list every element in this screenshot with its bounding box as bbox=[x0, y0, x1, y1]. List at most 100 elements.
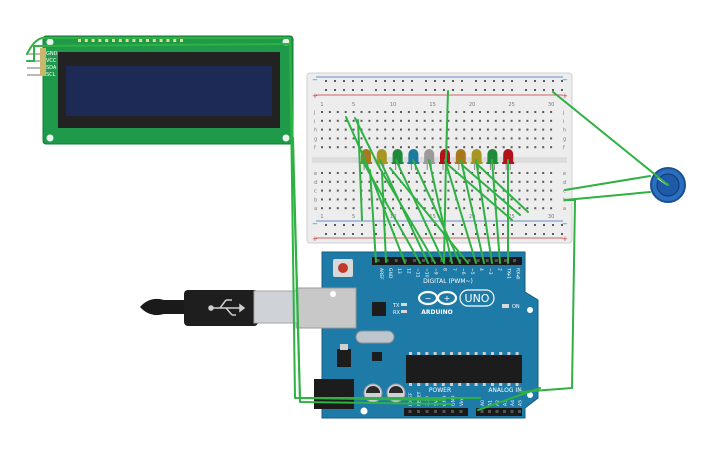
svg-text:+: + bbox=[444, 294, 451, 303]
digital-pin-label: ~5 bbox=[469, 268, 475, 275]
digital-pin-label: 7 bbox=[451, 268, 457, 271]
analog-header-label: ANALOG IN bbox=[488, 387, 521, 394]
svg-text:h: h bbox=[563, 128, 566, 134]
svg-text:e: e bbox=[314, 171, 317, 177]
svg-text:+: + bbox=[562, 92, 568, 100]
lcd-pin-sda: SDA bbox=[46, 65, 57, 71]
digital-pin-label: 13 bbox=[396, 268, 402, 274]
svg-text:25: 25 bbox=[508, 214, 514, 220]
rx-label: RX bbox=[393, 310, 400, 316]
svg-text:j: j bbox=[313, 110, 315, 116]
svg-text:15: 15 bbox=[429, 214, 435, 220]
digital-pin-label: 2 bbox=[496, 268, 502, 271]
wire-lcd-sda bbox=[292, 137, 481, 399]
svg-text:a: a bbox=[314, 206, 317, 212]
power-pin-label: GND bbox=[451, 395, 457, 406]
digital-pin-label: 8 bbox=[442, 268, 448, 271]
rail-plus-label: + bbox=[312, 92, 318, 100]
digital-header-label: DIGITAL (PWM~) bbox=[423, 278, 473, 285]
svg-text:−: − bbox=[425, 294, 432, 303]
lcd-pin-vcc: VCC bbox=[46, 58, 57, 64]
svg-text:25: 25 bbox=[508, 102, 514, 108]
breadboard-holes bbox=[321, 80, 563, 235]
model-label: UNO bbox=[465, 292, 490, 305]
wire-pot-1 bbox=[552, 91, 669, 186]
digital-pin-label: ~3 bbox=[487, 268, 493, 275]
power-header-label: POWER bbox=[429, 387, 451, 394]
svg-text:1: 1 bbox=[320, 102, 323, 108]
on-label: ON bbox=[512, 304, 520, 310]
svg-text:i: i bbox=[563, 119, 564, 125]
usb-port bbox=[295, 287, 357, 329]
analog-pin-label: A0 bbox=[480, 400, 486, 406]
svg-text:30: 30 bbox=[548, 102, 554, 108]
svg-text:d: d bbox=[563, 180, 566, 186]
svg-text:−: − bbox=[562, 76, 568, 84]
svg-text:+: + bbox=[312, 235, 318, 243]
svg-text:b: b bbox=[314, 197, 317, 203]
svg-text:g: g bbox=[314, 136, 317, 142]
digital-pin-label: ~6 bbox=[460, 268, 466, 275]
svg-text:−: − bbox=[312, 220, 318, 228]
lcd-pin-gnd: GND bbox=[46, 51, 58, 57]
wire-pot-3 bbox=[564, 191, 651, 201]
lcd-pin-scl: SCL bbox=[46, 72, 56, 78]
svg-text:e: e bbox=[563, 171, 566, 177]
svg-text:−: − bbox=[562, 220, 568, 228]
svg-text:f: f bbox=[314, 145, 316, 151]
lcd-header-pins bbox=[78, 39, 183, 42]
analog-pin-label: A3 bbox=[503, 400, 509, 406]
svg-text:f: f bbox=[563, 145, 565, 151]
svg-text:15: 15 bbox=[429, 102, 435, 108]
svg-text:i: i bbox=[314, 119, 315, 125]
reset-button[interactable] bbox=[338, 263, 348, 273]
power-jack bbox=[314, 379, 354, 409]
usb-icon bbox=[208, 299, 246, 316]
svg-text:1: 1 bbox=[320, 214, 323, 220]
svg-text:h: h bbox=[314, 128, 317, 134]
svg-text:+: + bbox=[562, 235, 568, 243]
digital-pin-label: ~11 bbox=[414, 268, 420, 278]
digital-pin-label: ~10 bbox=[424, 268, 430, 278]
usb-cable[interactable] bbox=[140, 290, 299, 326]
svg-text:20: 20 bbox=[469, 102, 475, 108]
rail-minus-label: − bbox=[312, 76, 318, 84]
wire-lcd-vcc bbox=[26, 43, 453, 405]
wire-analog bbox=[477, 387, 541, 411]
digital-pin-label: TX▸1 bbox=[505, 267, 511, 279]
digital-pin-label: 12 bbox=[405, 268, 411, 274]
wires bbox=[26, 37, 669, 411]
analog-pin-label: A1 bbox=[488, 400, 494, 406]
analog-pin-label: A5 bbox=[518, 400, 524, 406]
power-pin-label: 5V bbox=[434, 399, 440, 406]
svg-text:c: c bbox=[563, 189, 566, 195]
digital-pin-label: RX◂0 bbox=[515, 268, 521, 279]
arduino-logo-icon: − + bbox=[417, 290, 458, 306]
analog-pin-label: A4 bbox=[510, 400, 516, 406]
digital-pin-label: 4 bbox=[478, 268, 484, 271]
svg-text:a: a bbox=[563, 206, 566, 212]
lcd-module[interactable]: GND VCC SDA SCL bbox=[27, 35, 294, 145]
atmega-chip bbox=[406, 355, 522, 383]
svg-text:20: 20 bbox=[469, 214, 475, 220]
lcd-screen bbox=[66, 66, 272, 116]
digital-pin-label: ~9 bbox=[433, 268, 439, 275]
digital-pin-label: GND bbox=[387, 268, 393, 279]
brand-label: ARDUINO bbox=[421, 309, 452, 316]
wire-lcd-gnd bbox=[26, 37, 446, 401]
svg-text:c: c bbox=[314, 189, 317, 195]
power-pin-label: Vin bbox=[459, 399, 465, 406]
svg-text:d: d bbox=[314, 180, 317, 186]
svg-text:5: 5 bbox=[352, 214, 355, 220]
svg-text:g: g bbox=[563, 136, 566, 142]
digital-pin-label: AREF bbox=[378, 268, 384, 280]
svg-text:30: 30 bbox=[548, 214, 554, 220]
wire-pot-2 bbox=[564, 175, 651, 191]
wire-pot-4 bbox=[519, 199, 576, 393]
svg-text:5: 5 bbox=[352, 102, 355, 108]
svg-text:j: j bbox=[562, 110, 564, 116]
